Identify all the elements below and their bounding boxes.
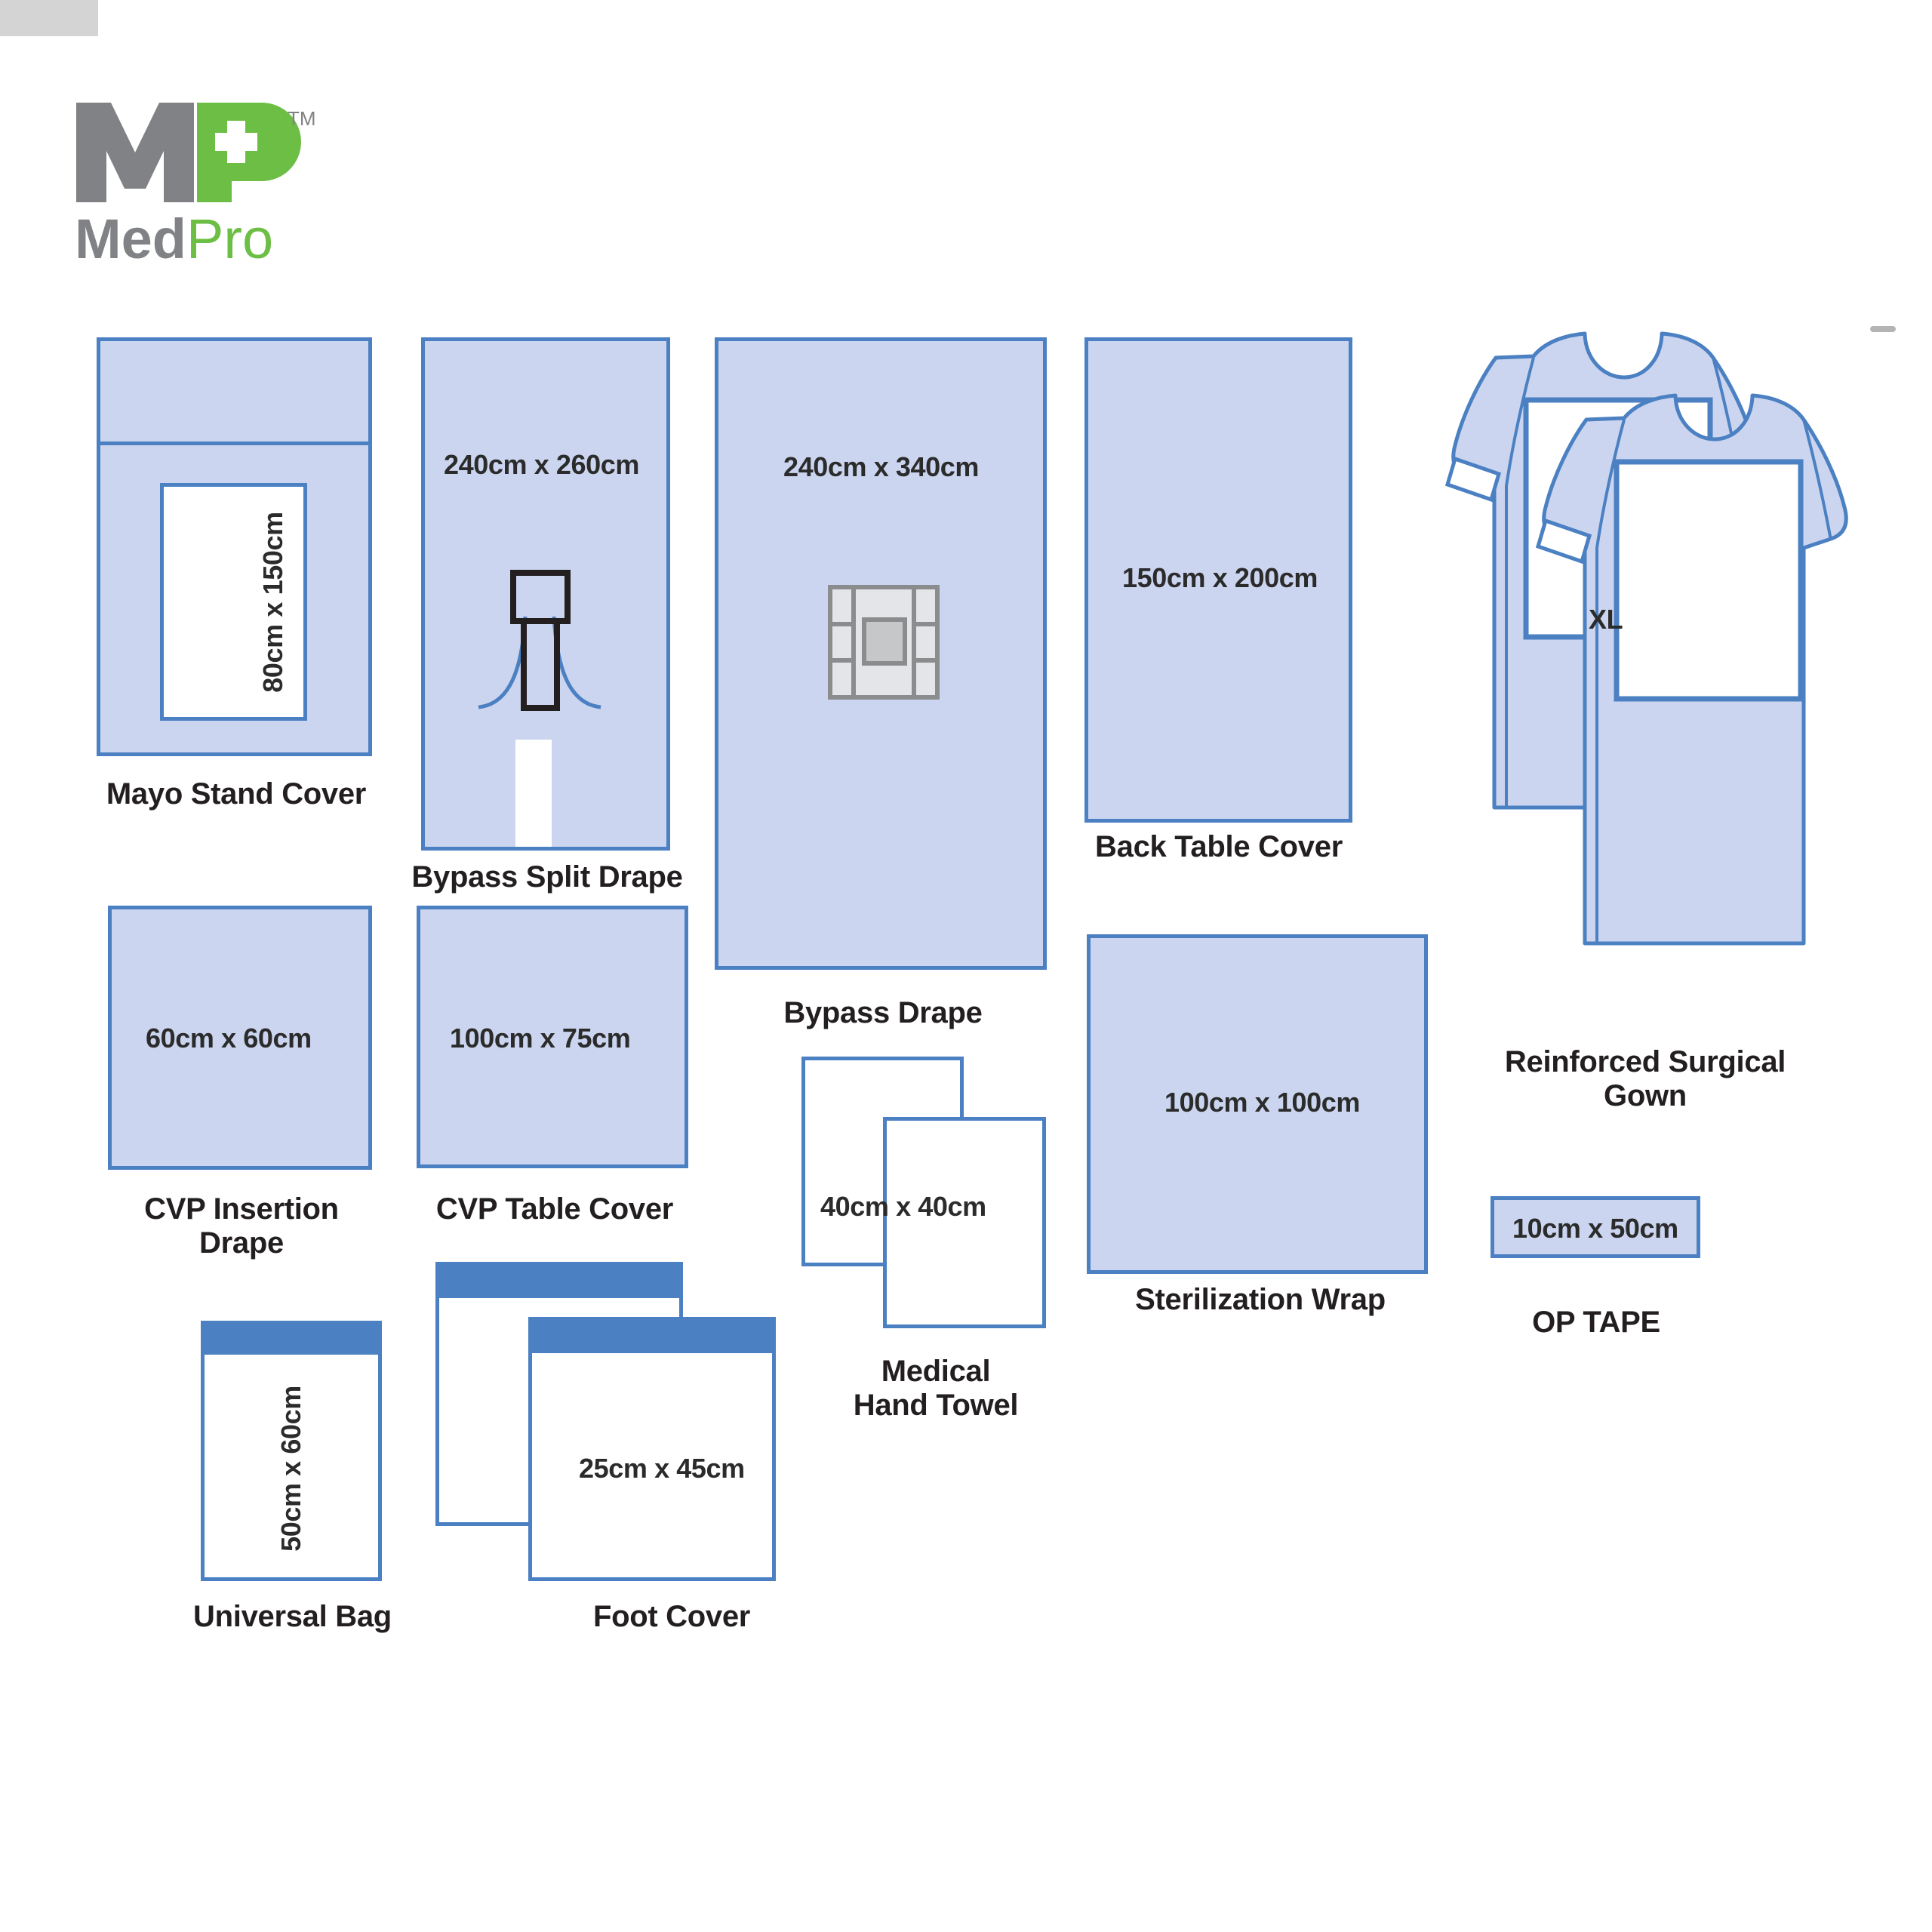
cvp-insertion-drape-dimension: 60cm x 60cm: [146, 1023, 312, 1054]
reinforced-surgical-gown-shape: [1444, 331, 1848, 946]
logo-letter-m: [76, 103, 194, 202]
back-table-cover-dimension: 150cm x 200cm: [1122, 562, 1318, 593]
corner-artifact-mark: [1870, 326, 1896, 332]
bypass-split-drape-split-opening: [515, 740, 552, 847]
bypass-split-drape-fenestration-frame: [510, 570, 571, 624]
mayo-stand-cover-fold-line: [97, 441, 372, 445]
cvp-insertion-drape-shape: [108, 906, 372, 1170]
logo-cross-icon: [215, 121, 257, 163]
medical-hand-towel-label: Medical Hand Towel: [853, 1355, 1019, 1422]
sterilization-wrap-shape: [1087, 934, 1428, 1274]
reinforced-surgical-gown-size: XL: [1589, 604, 1623, 635]
bypass-drape-label: Bypass Drape: [783, 996, 983, 1029]
cvp-table-cover-shape: [417, 906, 688, 1168]
universal-bag-seal-band: [201, 1321, 382, 1355]
gown-front: [1535, 393, 1848, 946]
sterilization-wrap-dimension: 100cm x 100cm: [1164, 1087, 1361, 1118]
mayo-stand-cover-dimension: 80cm x 150cm: [257, 512, 288, 693]
logo-wordmark-pro: Pro: [186, 208, 273, 270]
bypass-split-drape-channel: [521, 619, 560, 711]
logo-wordmark-med: Med: [75, 208, 186, 270]
reinforced-surgical-gown-label: Reinforced Surgical Gown: [1504, 1045, 1786, 1112]
back-table-cover-label: Back Table Cover: [1095, 830, 1343, 863]
medical-hand-towel-front: [883, 1117, 1046, 1328]
sterilization-wrap-label: Sterilization Wrap: [1135, 1283, 1386, 1316]
logo-trademark-icon: TM: [288, 107, 316, 130]
medpro-logo: TM Med Pro: [72, 98, 343, 272]
foot-cover-back-band: [435, 1262, 683, 1298]
op-tape-shape: [1491, 1196, 1700, 1258]
op-tape-dimension: 10cm x 50cm: [1512, 1213, 1678, 1244]
mayo-stand-cover-label: Mayo Stand Cover: [106, 777, 367, 811]
mayo-stand-cover-pocket: [160, 483, 307, 721]
foot-cover-label: Foot Cover: [592, 1600, 751, 1633]
cvp-table-cover-label: CVP Table Cover: [435, 1192, 674, 1226]
bypass-drape-fenestration-detail: [828, 585, 940, 700]
universal-bag-dimension: 50cm x 60cm: [275, 1386, 306, 1552]
cvp-table-cover-dimension: 100cm x 75cm: [450, 1023, 631, 1054]
universal-bag-label: Universal Bag: [193, 1600, 392, 1633]
back-table-cover-shape: [1084, 337, 1352, 823]
bypass-split-drape-label: Bypass Split Drape: [411, 860, 683, 894]
foot-cover-dimension: 25cm x 45cm: [579, 1453, 745, 1484]
bypass-drape-dimension: 240cm x 340cm: [783, 451, 980, 482]
logo-letter-p: [197, 103, 301, 202]
foot-cover-front-band: [528, 1317, 776, 1353]
bypass-split-drape-dimension: 240cm x 260cm: [444, 449, 640, 480]
op-tape-label: OP TAPE: [1532, 1306, 1660, 1339]
foot-cover-front: [528, 1317, 776, 1581]
medical-hand-towel-dimension: 40cm x 40cm: [820, 1191, 986, 1222]
cvp-insertion-drape-label: CVP Insertion Drape: [144, 1192, 339, 1260]
universal-bag-shape: [201, 1321, 382, 1581]
bypass-split-drape-gray-band: [0, 0, 98, 36]
